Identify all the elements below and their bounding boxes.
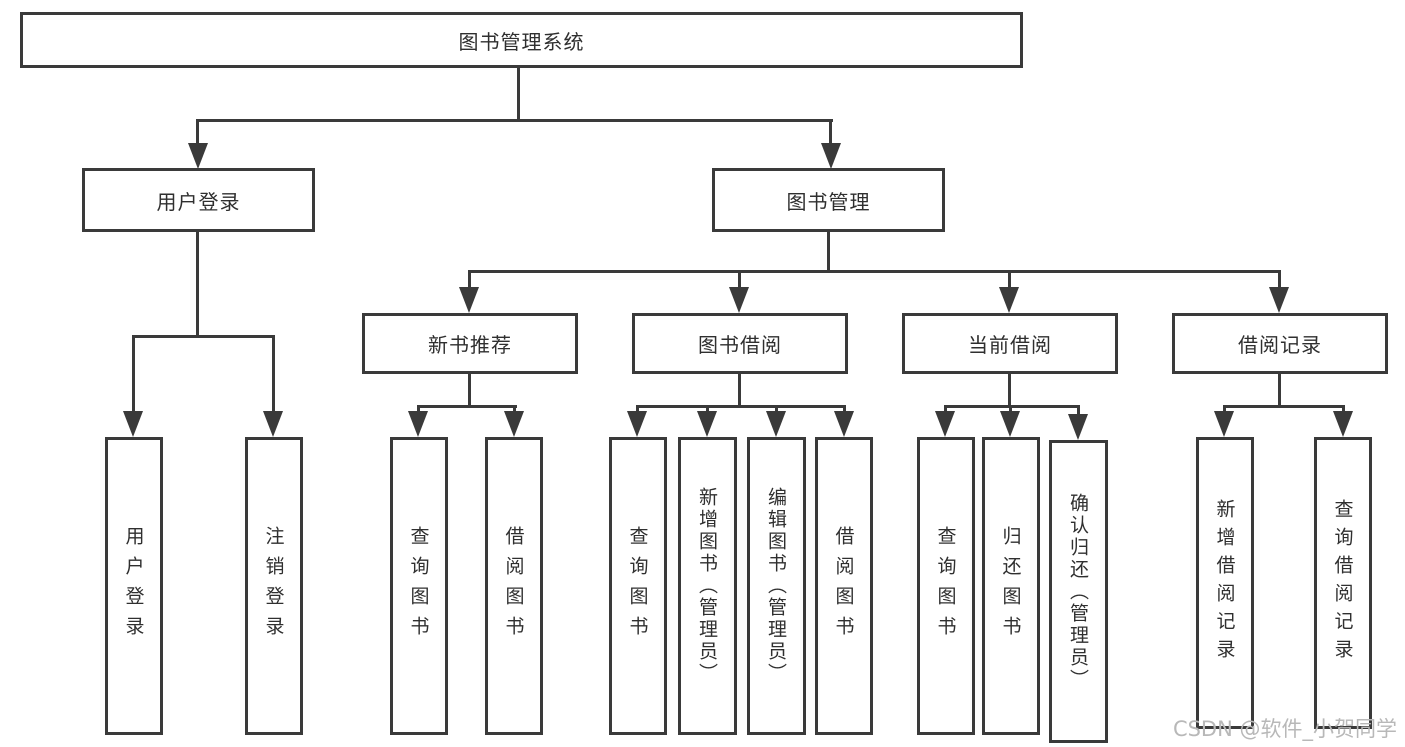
arrow-down-icon	[1214, 411, 1234, 437]
leaf-label: 新增借阅记录	[1213, 499, 1236, 667]
connector-line	[513, 405, 516, 415]
leaf-logout: 注销登录	[245, 437, 303, 735]
node-root-label: 图书管理系统	[458, 29, 585, 54]
node-borrow-record-label: 借阅记录	[1238, 333, 1322, 357]
node-new-book-recommend-label: 新书推荐	[428, 333, 512, 357]
arrow-down-icon	[627, 411, 647, 437]
connector-line	[843, 405, 846, 415]
connector-line	[827, 232, 830, 273]
arrow-down-icon	[123, 411, 143, 437]
leaf-return-books: 归还图书	[982, 437, 1040, 735]
connector-root-stem	[517, 68, 520, 122]
connector-hbar	[417, 405, 517, 408]
connector-line	[1342, 405, 1345, 415]
leaf-label: 查询图书	[934, 526, 957, 646]
connector-hbar	[636, 405, 846, 408]
connector-line	[829, 119, 832, 147]
leaf-label: 确认归还（管理员）	[1067, 492, 1089, 691]
csdn-watermark: CSDN @软件_小贺同学	[1172, 717, 1397, 741]
leaf-label: 新增图书（管理员）	[696, 487, 718, 685]
leaf-add-borrow-record: 新增借阅记录	[1196, 437, 1254, 729]
arrow-down-icon	[459, 287, 479, 313]
arrow-down-icon	[697, 411, 717, 437]
leaf-label: 归还图书	[999, 526, 1022, 646]
connector-line	[1223, 405, 1226, 415]
node-book-borrow-label: 图书借阅	[698, 333, 782, 357]
connector-hbar	[944, 405, 1080, 408]
leaf-add-books-admin: 新增图书（管理员）	[678, 437, 737, 735]
connector-hbar	[1223, 405, 1345, 408]
leaf-borrow-books: 借阅图书	[815, 437, 873, 735]
arrow-down-icon	[504, 411, 524, 437]
connector-line	[468, 374, 471, 408]
leaf-label: 查询图书	[407, 526, 430, 646]
node-new-book-recommend: 新书推荐	[362, 313, 578, 374]
leaf-confirm-return-admin: 确认归还（管理员）	[1049, 440, 1108, 743]
leaf-label: 借阅图书	[502, 526, 525, 646]
leaf-label: 编辑图书（管理员）	[765, 487, 787, 685]
arrow-down-icon	[408, 411, 428, 437]
node-current-borrow-label: 当前借阅	[968, 333, 1052, 357]
connector-line	[417, 405, 420, 415]
connector-line	[706, 405, 709, 415]
leaf-label: 查询图书	[626, 526, 649, 646]
leaf-query-borrow-record: 查询借阅记录	[1314, 437, 1372, 729]
connector-line	[1278, 374, 1281, 408]
arrow-down-icon	[935, 411, 955, 437]
node-user-login: 用户登录	[82, 168, 315, 232]
connector-level1-hbar	[196, 119, 833, 122]
arrow-down-icon	[834, 411, 854, 437]
connector-line	[738, 374, 741, 408]
connector-line	[196, 232, 199, 338]
arrow-down-icon	[999, 287, 1019, 313]
node-book-management: 图书管理	[712, 168, 945, 232]
leaf-query-books-borrow: 查询图书	[609, 437, 667, 735]
arrow-down-icon	[188, 143, 208, 169]
connector-line	[738, 270, 741, 290]
arrow-down-icon	[729, 287, 749, 313]
connector-level3-hbar	[468, 270, 1281, 273]
connector-line	[944, 405, 947, 415]
leaf-query-books-recommend: 查询图书	[390, 437, 448, 735]
arrow-down-icon	[821, 143, 841, 169]
leaf-user-login: 用户登录	[105, 437, 163, 735]
node-book-management-label: 图书管理	[786, 189, 871, 214]
node-user-login-label: 用户登录	[156, 189, 241, 214]
node-root: 图书管理系统	[20, 12, 1023, 68]
connector-line	[1008, 374, 1011, 408]
node-current-borrow: 当前借阅	[902, 313, 1118, 374]
connector-line	[1008, 270, 1011, 290]
node-borrow-record: 借阅记录	[1172, 313, 1388, 374]
connector-line	[272, 335, 275, 413]
node-book-borrow: 图书借阅	[632, 313, 848, 374]
arrow-down-icon	[1000, 411, 1020, 437]
connector-line	[1009, 405, 1012, 415]
connector-line	[636, 405, 639, 415]
connector-line	[468, 270, 471, 290]
leaf-edit-books-admin: 编辑图书（管理员）	[747, 437, 806, 735]
leaf-borrow-books-recommend: 借阅图书	[485, 437, 543, 735]
arrow-down-icon	[1068, 414, 1088, 440]
connector-user-login-hbar	[132, 335, 275, 338]
leaf-label: 查询借阅记录	[1331, 499, 1354, 667]
arrow-down-icon	[1269, 287, 1289, 313]
connector-line	[775, 405, 778, 415]
leaf-label: 借阅图书	[832, 526, 855, 646]
leaf-label: 注销登录	[262, 526, 285, 646]
connector-line	[196, 119, 199, 147]
arrow-down-icon	[1333, 411, 1353, 437]
connector-line	[132, 335, 135, 413]
arrow-down-icon	[263, 411, 283, 437]
connector-line	[1077, 405, 1080, 417]
leaf-query-books-current: 查询图书	[917, 437, 975, 735]
connector-line	[1278, 270, 1281, 290]
leaf-label: 用户登录	[122, 526, 145, 646]
arrow-down-icon	[766, 411, 786, 437]
